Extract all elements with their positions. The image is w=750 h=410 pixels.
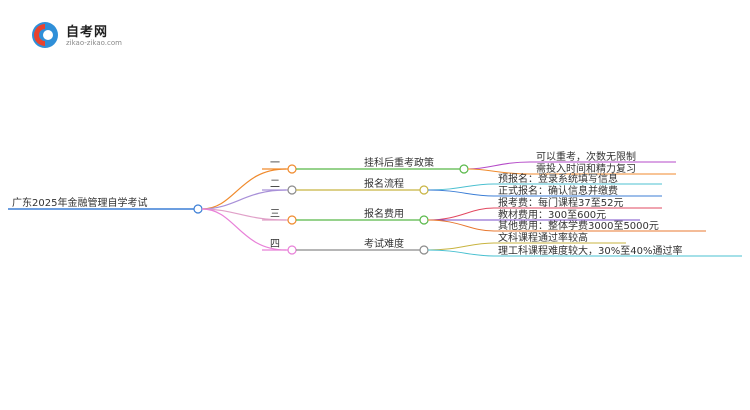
leaf-text: 教材费用：300至600元 [498,208,606,221]
leaf-text: 可以重考，次数无限制 [536,150,636,163]
branch-3[interactable]: 三 报名费用 报考费：每门课程37至52元 教材费用：300至600元 其他费用… [262,196,706,232]
branch-link-1 [201,168,287,210]
leaf-link [427,249,495,257]
branch-index: 二 [270,179,280,190]
branch-label: 报名费用 [364,207,404,220]
leaf-text: 理工科课程难度较大，30%至40%通过率 [498,244,682,257]
leaf-link [467,161,531,170]
leaf-link [427,183,495,191]
branch-2[interactable]: 二 报名流程 预报名：登录系统填写信息 正式报名：确认信息并缴费 [262,172,662,197]
leaf-text: 文科课程通过率较高 [498,231,588,244]
leaf-text: 需投入时间和精力复习 [536,162,636,175]
branch-label-node[interactable] [419,215,429,225]
branch-index: 四 [270,239,280,250]
root-label: 广东2025年金融管理自学考试 [12,196,147,209]
branch-label: 考试难度 [364,237,404,250]
branch-label-node[interactable] [419,245,429,255]
leaf-link [427,207,495,221]
branch-node[interactable] [287,215,297,225]
leaf-link [467,168,531,175]
branch-label-node[interactable] [459,164,469,174]
branch-label: 报名流程 [364,177,404,190]
root-node[interactable] [193,204,203,214]
branch-node[interactable] [287,185,297,195]
branch-label: 挂科后重考政策 [364,156,434,169]
leaf-link [427,219,495,232]
leaf-link [427,189,495,197]
leaf-link [427,242,495,251]
branch-node[interactable] [287,245,297,255]
site-logo[interactable]: 自考网 zikao-zikao.com [30,20,160,52]
leaf-text: 正式报名：确认信息并缴费 [498,184,618,197]
logo-title: 自考网 [66,25,109,40]
branch-node[interactable] [287,164,297,174]
branch-index: 一 [270,158,280,169]
branch-4[interactable]: 四 考试难度 文科课程通过率较高 理工科课程难度较大，30%至40%通过率 [262,231,742,257]
logo-mark-icon [32,22,58,48]
logo-subtitle: zikao-zikao.com [66,39,122,47]
branch-link-4 [201,208,287,251]
branch-index: 三 [270,209,280,220]
branch-1[interactable]: 一 挂科后重考政策 可以重考，次数无限制 需投入时间和精力复习 [262,150,676,175]
branch-label-node[interactable] [419,185,429,195]
leaf-text: 其他费用：整体学费3000至5000元 [498,219,659,232]
leaf-text: 预报名：登录系统填写信息 [498,172,618,185]
leaf-text: 报考费：每门课程37至52元 [498,196,623,209]
